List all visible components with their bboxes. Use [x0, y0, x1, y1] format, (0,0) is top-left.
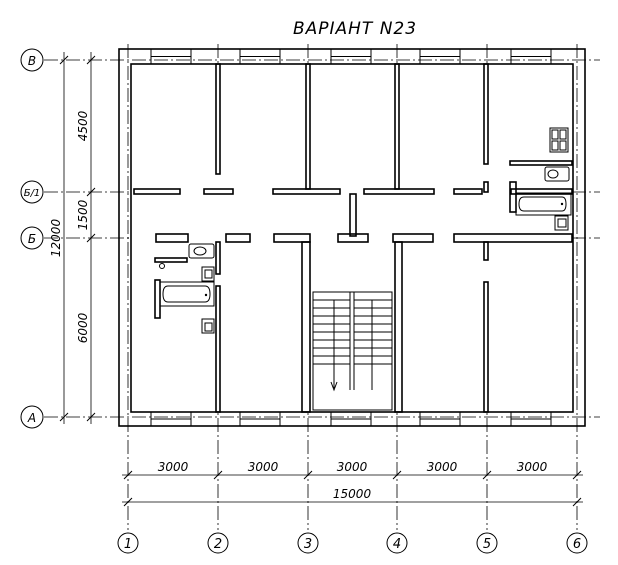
wall-stub — [337, 233, 369, 243]
stair-treads-left — [313, 299, 350, 365]
wall-segment — [203, 188, 234, 195]
overall-width-label: 15000 — [333, 487, 372, 501]
left-segment-label: 1500 — [76, 199, 90, 230]
wall-cross — [483, 281, 489, 413]
axis-label-1: 1 — [124, 537, 132, 552]
axis-bubble — [566, 532, 588, 554]
wall-cross — [215, 241, 221, 275]
sink-icon — [544, 166, 570, 182]
axis-label-2: 2 — [214, 537, 222, 552]
toilet-icon — [201, 266, 215, 282]
wall-cross — [483, 181, 489, 193]
bay-width-label: 3000 — [158, 460, 189, 474]
axis-label-v: В — [28, 54, 36, 68]
axis-label-a: А — [27, 411, 36, 425]
wall-segment — [453, 233, 573, 243]
drain-icon — [159, 263, 165, 269]
sink-icon — [188, 243, 215, 259]
bathroom-wall — [509, 160, 573, 166]
bay-width-label: 3000 — [427, 460, 458, 474]
wall-segment — [273, 233, 311, 243]
fixtures — [159, 127, 572, 334]
wall-segment — [155, 233, 189, 243]
wall-segment — [453, 188, 483, 195]
bay-width-label: 3000 — [517, 460, 548, 474]
wall-segment — [510, 188, 573, 195]
staircase-outline — [312, 291, 393, 411]
wall-cross — [483, 63, 489, 165]
wall-segment — [392, 233, 434, 243]
wall-cross — [394, 63, 400, 190]
interior-walls — [133, 63, 573, 413]
stove-icon — [549, 127, 569, 153]
bathtub-icon — [515, 192, 572, 216]
axis-bubble — [20, 180, 44, 204]
wall-segment — [133, 188, 181, 195]
axis-label-3: 3 — [304, 537, 312, 552]
axis-bubble — [20, 405, 44, 429]
wall-stub — [349, 193, 357, 237]
bidet-icon — [201, 318, 215, 334]
axis-bubble — [476, 532, 498, 554]
left-segment-label: 6000 — [76, 312, 90, 343]
wall-cross — [394, 241, 403, 413]
wall-cross — [301, 241, 311, 413]
vertical-axis-markers: 1 2 3 4 5 6 — [117, 532, 588, 554]
axis-bubble — [207, 532, 229, 554]
stair-treads-right — [354, 299, 392, 365]
axis-label-6: 6 — [573, 537, 581, 552]
axis-label-5: 5 — [483, 537, 491, 552]
axis-label-b: Б — [28, 232, 36, 246]
bay-width-label: 3000 — [248, 460, 279, 474]
left-outer-label: 12000 — [49, 219, 63, 258]
plan-interior — [132, 65, 572, 411]
bathtub-icon — [159, 281, 215, 307]
windows — [150, 48, 552, 427]
axis-bubble — [386, 532, 408, 554]
toilet-icon — [554, 215, 569, 231]
axis-label-4: 4 — [393, 537, 401, 552]
staircase — [312, 291, 393, 411]
axis-label-b1: Б/1 — [24, 188, 41, 199]
outer-walls — [118, 48, 586, 427]
horizontal-axis-markers: В Б/1 Б А — [20, 48, 44, 429]
bay-width-label: 3000 — [337, 460, 368, 474]
dimension-texts: 3000 3000 3000 3000 3000 15000 12000 450… — [49, 110, 548, 501]
wall-cross — [305, 63, 311, 190]
plan-title: ВАРІАНТ N23 — [293, 19, 417, 39]
dimension-lines — [59, 52, 583, 507]
axis-bubble — [20, 48, 44, 72]
axis-bubble — [20, 226, 44, 250]
wall-segment — [225, 233, 251, 243]
axis-bubble — [117, 532, 139, 554]
bathroom-wall — [154, 257, 188, 263]
left-segment-label: 4500 — [76, 110, 90, 141]
wall-cross — [483, 241, 489, 261]
wall-cross — [215, 285, 221, 413]
wall-cross — [215, 63, 221, 175]
axis-bubble — [297, 532, 319, 554]
